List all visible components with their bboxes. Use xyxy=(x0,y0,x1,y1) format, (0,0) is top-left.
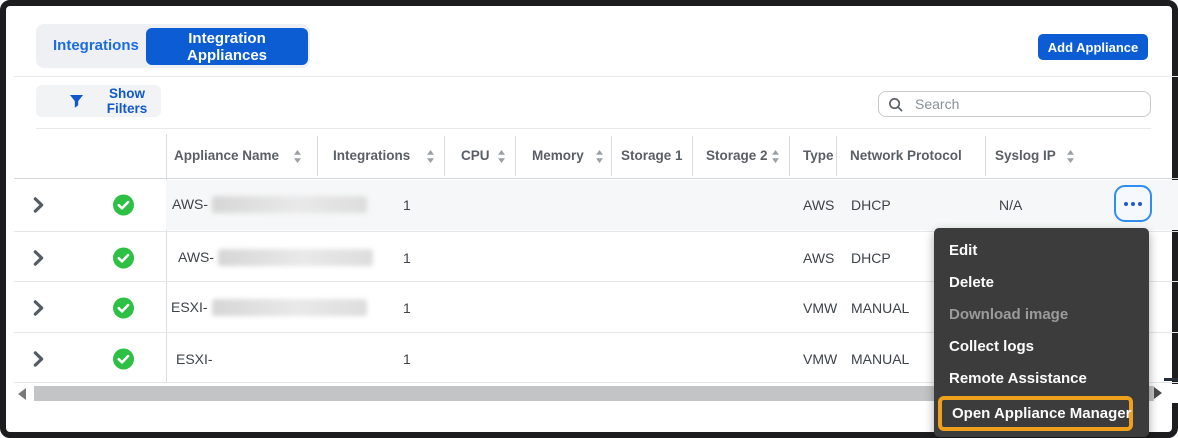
column-separator xyxy=(836,136,837,176)
integrations-count: 1 xyxy=(403,196,411,213)
sort-icon[interactable] xyxy=(1066,150,1075,168)
column-header-storage-2[interactable]: Storage 2 xyxy=(706,148,768,163)
integrations-count: 1 xyxy=(403,350,411,367)
table-row[interactable]: AWS- 1 AWS DHCP xyxy=(14,232,1178,283)
annotation-highlight-box: Open Appliance Manager xyxy=(938,396,1133,431)
column-separator xyxy=(985,136,986,176)
column-header-syslog-ip[interactable]: Syslog IP xyxy=(995,148,1056,163)
type-value: VMW xyxy=(803,350,838,367)
column-separator xyxy=(789,136,790,176)
redacted-text xyxy=(211,299,367,317)
row-actions-menu: Edit Delete Download image Collect logs … xyxy=(934,228,1149,437)
tab-integrations[interactable]: Integrations xyxy=(53,37,139,54)
network-protocol-value: DHCP xyxy=(851,196,891,213)
show-filters-label: Show Filters xyxy=(106,86,148,116)
toolbar-divider xyxy=(36,128,1151,129)
row-actions-button[interactable] xyxy=(1114,185,1152,222)
column-separator xyxy=(444,136,445,176)
appliance-name: ESXI- xyxy=(176,350,213,367)
integrations-count: 1 xyxy=(403,299,411,316)
header-bottom-border xyxy=(14,178,1178,179)
status-ok-icon xyxy=(113,348,134,369)
expand-chevron-icon[interactable] xyxy=(30,249,47,266)
row-separator xyxy=(14,231,1178,232)
scroll-left-arrow-icon[interactable] xyxy=(18,388,26,400)
network-protocol-value: DHCP xyxy=(851,249,891,266)
menu-item-open-appliance-manager[interactable]: Open Appliance Manager xyxy=(952,405,1132,422)
redacted-text xyxy=(218,249,374,267)
column-header-cpu[interactable]: CPU xyxy=(461,148,490,163)
frozen-column-separator xyxy=(166,134,167,382)
column-header-integrations[interactable]: Integrations xyxy=(333,148,411,163)
menu-item-delete[interactable]: Delete xyxy=(949,274,995,291)
menu-item-remote-assistance[interactable]: Remote Assistance xyxy=(949,370,1087,387)
appliance-name: AWS- xyxy=(172,195,209,212)
menu-item-collect-logs[interactable]: Collect logs xyxy=(949,338,1035,355)
type-value: AWS xyxy=(803,249,835,266)
row-separator xyxy=(14,281,1178,282)
column-header-storage-1[interactable]: Storage 1 xyxy=(621,148,683,163)
status-ok-icon xyxy=(113,297,134,318)
type-value: AWS xyxy=(803,196,835,213)
scroll-right-arrow-icon[interactable] xyxy=(1154,387,1162,399)
status-ok-icon xyxy=(113,194,134,215)
menu-item-download-image: Download image xyxy=(949,306,1069,323)
row-separator xyxy=(14,332,1178,333)
column-separator xyxy=(515,136,516,176)
search-icon xyxy=(888,97,903,112)
sort-icon[interactable] xyxy=(771,150,780,168)
redacted-text xyxy=(212,196,368,214)
add-appliance-button[interactable]: Add Appliance xyxy=(1038,34,1148,60)
menu-item-edit[interactable]: Edit xyxy=(949,242,978,259)
column-separator xyxy=(317,136,318,176)
expand-chevron-icon[interactable] xyxy=(30,350,47,367)
sort-icon[interactable] xyxy=(293,150,302,168)
search-input[interactable] xyxy=(913,95,1117,113)
column-separator xyxy=(611,136,612,176)
column-header-type[interactable]: Type xyxy=(803,148,834,163)
section-divider xyxy=(14,76,1178,77)
type-value: VMW xyxy=(803,299,838,316)
sort-icon[interactable] xyxy=(497,150,506,168)
expand-chevron-icon[interactable] xyxy=(30,299,47,316)
search-box[interactable] xyxy=(878,91,1151,117)
column-separator xyxy=(692,136,693,176)
table-row[interactable]: AWS- 1 AWS DHCP N/A xyxy=(14,179,1178,230)
integrations-count: 1 xyxy=(403,249,411,266)
expand-chevron-icon[interactable] xyxy=(30,196,47,213)
row-separator xyxy=(14,382,1178,383)
show-filters-button[interactable]: Show Filters xyxy=(36,85,161,117)
filter-funnel-icon xyxy=(69,94,84,109)
appliance-name: ESXI- xyxy=(171,298,208,315)
network-protocol-value: MANUAL xyxy=(851,350,910,367)
table-row[interactable]: ESXI- 1 VMW MANUAL xyxy=(14,333,1178,384)
table-edge-mark xyxy=(1164,378,1178,381)
table-row[interactable]: ESXI- 1 VMW MANUAL xyxy=(14,282,1178,333)
appliance-name: AWS- xyxy=(178,248,215,265)
horizontal-scrollbar[interactable] xyxy=(14,384,1178,403)
tab-integration-appliances[interactable]: Integration Appliances xyxy=(146,28,308,65)
status-ok-icon xyxy=(113,247,134,268)
column-header-memory[interactable]: Memory xyxy=(532,148,584,163)
sort-icon[interactable] xyxy=(426,150,435,168)
syslog-ip-value: N/A xyxy=(999,196,1023,213)
column-header-network-protocol[interactable]: Network Protocol xyxy=(850,148,962,163)
scrollbar-thumb[interactable] xyxy=(34,386,1154,401)
sort-icon[interactable] xyxy=(595,150,604,168)
column-header-appliance-name[interactable]: Appliance Name xyxy=(174,148,280,163)
network-protocol-value: MANUAL xyxy=(851,299,910,316)
